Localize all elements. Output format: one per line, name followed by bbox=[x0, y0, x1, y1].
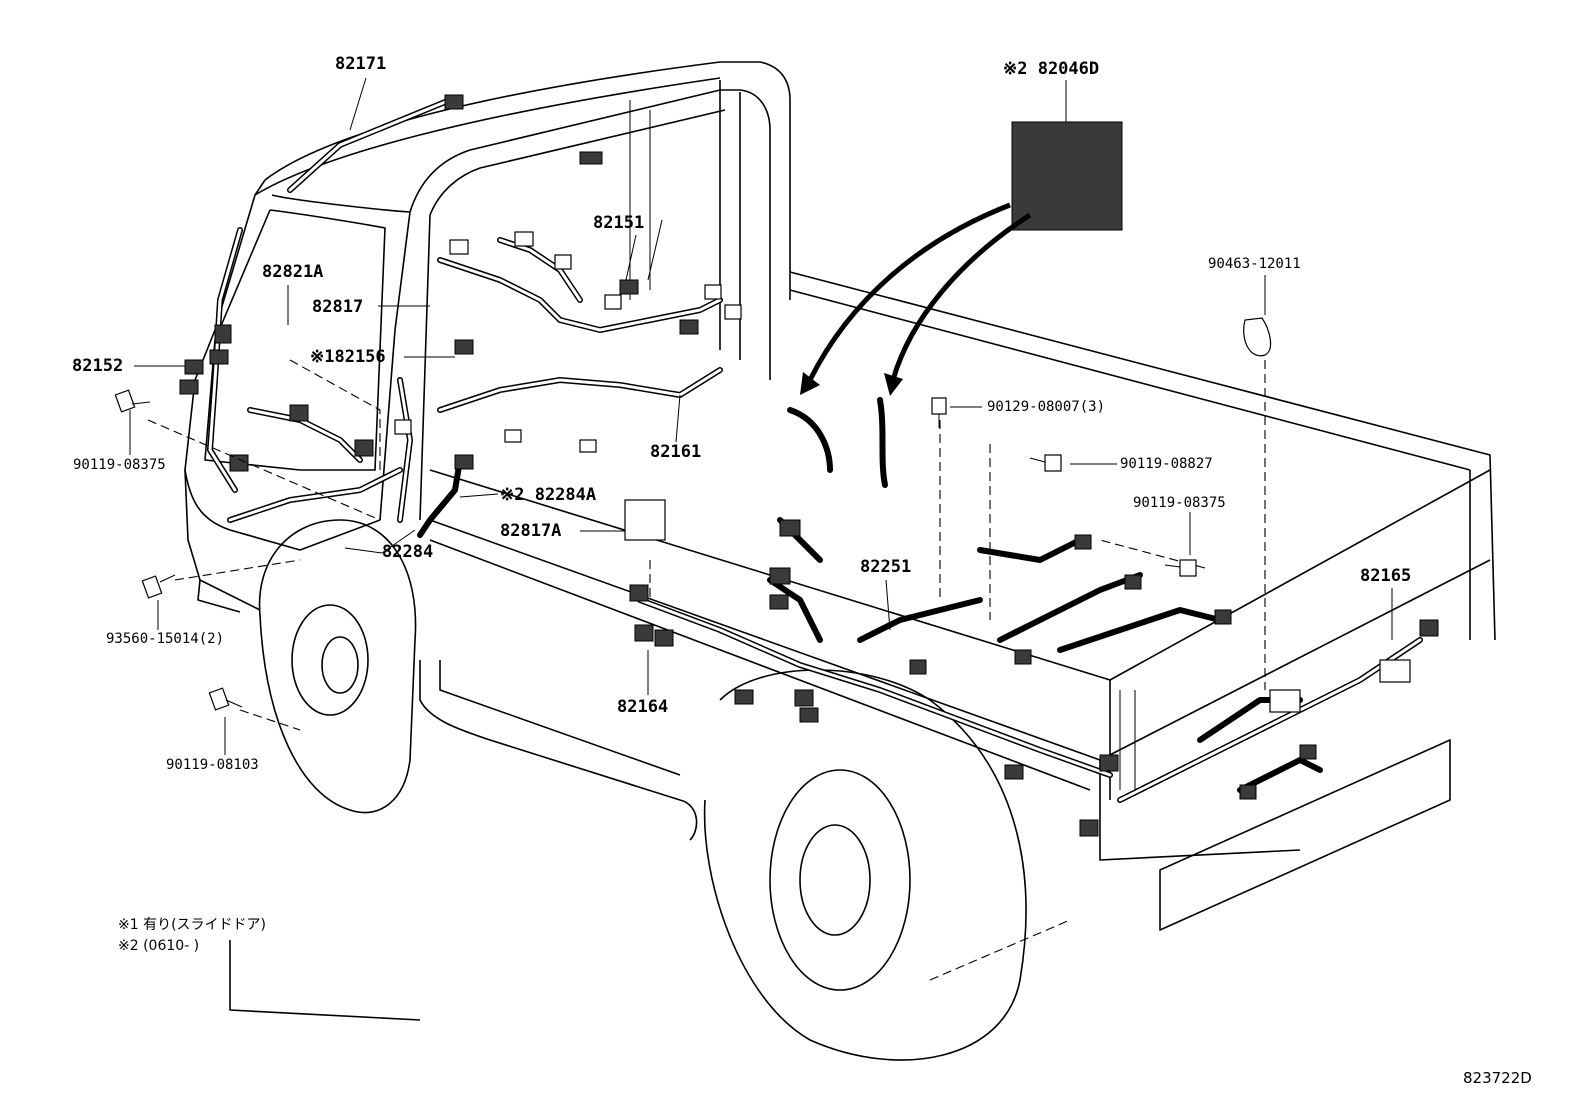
cab-harness bbox=[207, 97, 888, 538]
part-label-90119-08827: 90119-08827 bbox=[1120, 456, 1213, 472]
truck-cab-outline bbox=[184, 61, 791, 613]
part-label-82151: 82151 bbox=[593, 213, 645, 233]
part-label-82171: 82171 bbox=[335, 54, 387, 74]
part-label-82156: ※182156 bbox=[310, 347, 386, 367]
fasteners bbox=[114, 317, 1272, 711]
part-label-90129-08007: 90129-08007(3) bbox=[987, 399, 1106, 415]
part-label-90119-08375-left: 90119-08375 bbox=[73, 457, 166, 473]
part-label-82251: 82251 bbox=[860, 557, 912, 577]
footnote-2: ※2 (0610- ) bbox=[118, 938, 200, 954]
part-label-82817a: 82817A bbox=[500, 521, 562, 541]
part-label-82821a: 82821A bbox=[262, 262, 324, 282]
part-label-82284a: ※2 82284A bbox=[500, 485, 597, 505]
part-label-90119-08103: 90119-08103 bbox=[166, 757, 259, 773]
part-label-90463-12011: 90463-12011 bbox=[1208, 256, 1301, 272]
part-label-82046d: ※2 82046D bbox=[1003, 59, 1100, 79]
part-label-82161: 82161 bbox=[650, 442, 702, 462]
leader-lines bbox=[129, 77, 1393, 755]
truck-bed-outline bbox=[429, 271, 1496, 931]
part-label-90119-08375-right: 90119-08375 bbox=[1133, 495, 1226, 511]
part-label-82284: 82284 bbox=[382, 542, 434, 562]
figure-code: 823722D bbox=[1463, 1069, 1532, 1087]
chassis-and-rear-wheel bbox=[229, 660, 1071, 1061]
part-label-82817: 82817 bbox=[312, 297, 364, 317]
part-label-82164: 82164 bbox=[617, 697, 669, 717]
part-label-82165: 82165 bbox=[1360, 566, 1412, 586]
callout-arrows bbox=[800, 202, 1032, 396]
front-wheel bbox=[258, 519, 417, 814]
part-label-82152: 82152 bbox=[72, 356, 124, 376]
footnote-1: ※1 有り(スライドドア) bbox=[118, 917, 267, 933]
harness-connectors bbox=[179, 94, 1439, 837]
part-label-93560-15014: 93560-15014(2) bbox=[106, 631, 225, 647]
